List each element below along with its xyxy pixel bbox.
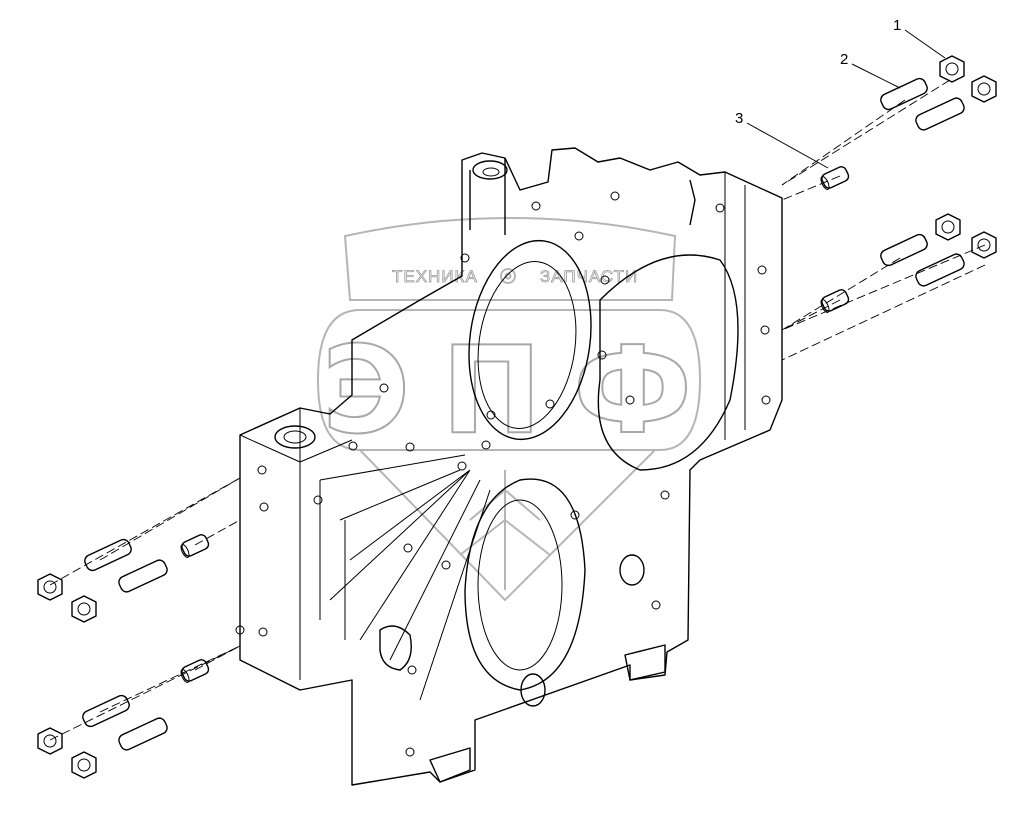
nut-left-2 <box>71 595 97 623</box>
nut-left-3 <box>37 727 63 755</box>
stud-upper-1 <box>880 77 928 111</box>
callout-3: 3 <box>735 110 829 169</box>
timing-gear-housing <box>235 147 783 786</box>
watermark-shield <box>343 217 677 301</box>
callout-1-label: 1 <box>893 17 901 34</box>
stud-left-3 <box>82 694 130 728</box>
stud-mid-2 <box>915 253 965 287</box>
stud-left-4 <box>118 717 168 751</box>
callout-3-label: 3 <box>735 110 743 127</box>
callout-2: 2 <box>840 51 901 89</box>
assembly-lines <box>49 79 986 741</box>
callout-2-label: 2 <box>840 51 848 68</box>
stud-left-2 <box>118 559 168 593</box>
nut-left-1 <box>37 573 63 601</box>
nut-mid-1 <box>935 213 961 241</box>
dowel-pin-mid <box>820 289 850 313</box>
watermark-logo-letters: ЭПФ <box>322 322 692 461</box>
stud-left-1 <box>84 538 132 572</box>
nut-upper-2 <box>971 75 997 103</box>
watermark-left-word: ТЕХНИКА <box>392 267 478 286</box>
stud-upper-2 <box>915 97 965 131</box>
dowel-pin-upper <box>820 166 850 190</box>
dowel-pin-left-2 <box>180 659 210 683</box>
callouts: 1 2 3 <box>735 17 946 169</box>
nut-upper-1 <box>939 55 965 83</box>
fasteners <box>37 55 997 779</box>
nut-left-4 <box>71 751 97 779</box>
watermark-oval <box>316 309 702 451</box>
watermark-pennant <box>359 449 656 602</box>
gear-icon <box>500 268 516 284</box>
nut-mid-2 <box>971 231 997 259</box>
dowel-pin-left-1 <box>180 534 210 558</box>
watermark: ТЕХНИКА ЗАПЧАСТИ ЭПФ <box>316 217 702 602</box>
callout-1: 1 <box>893 17 946 59</box>
stud-mid-1 <box>880 233 928 267</box>
watermark-tree <box>459 470 551 590</box>
